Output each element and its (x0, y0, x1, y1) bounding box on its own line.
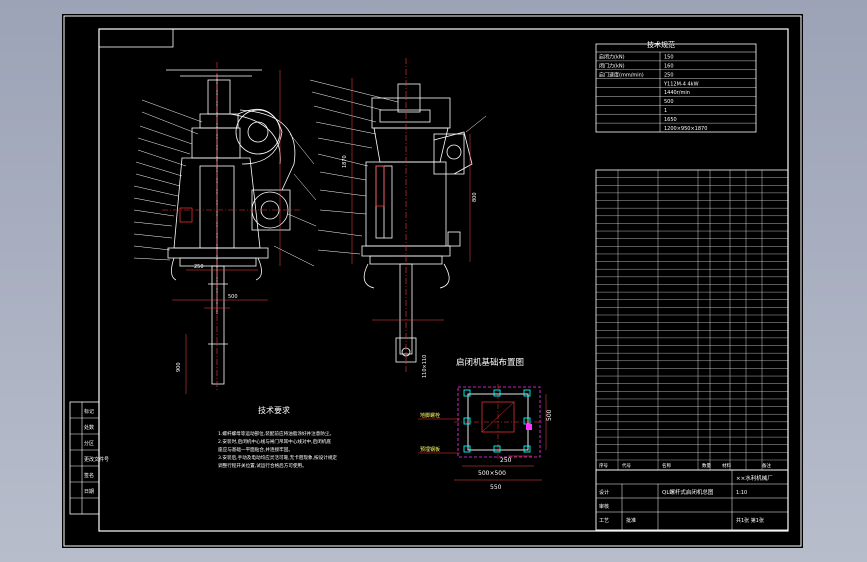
main-dimensions: 250 500 900 (172, 70, 281, 394)
main-dim-label: 250 (194, 264, 204, 270)
left-panel-label: 日期 (84, 489, 94, 495)
foundation-outer-outline (457, 386, 541, 458)
main-hatch-block (179, 207, 193, 223)
hatch-accent-marker (526, 424, 532, 430)
spec-row-label: 闭门力(kN) (599, 63, 625, 70)
anchor-bolt (523, 417, 531, 425)
notes-line: 调整行程开关位置,试运行合格后方可使用。 (218, 462, 307, 469)
spec-table: 技术规范 启闭力(kN) 150 闭门力(kN) 160 启门速度(mm/min) 250… (595, 40, 757, 133)
main-dim-label: 500 (228, 294, 238, 300)
side-view (361, 83, 473, 363)
left-panel-label: 更改文件号 (84, 456, 109, 463)
bom-header-cell: 数量 (702, 462, 711, 469)
title-block-drawing-name: QL螺杆式启闭机总图 (662, 488, 714, 496)
bom-table: 序号 代号 名称 数量 材料 备注 (595, 169, 789, 471)
foundation-dim-side: 250 (500, 457, 512, 464)
notes-line: 2.安装时,启闭机中心线与闸门吊耳中心线对中,启闭机底 (218, 438, 331, 445)
bom-header-cell: 备注 (762, 462, 771, 469)
left-panel-label: 标记 (84, 408, 94, 415)
side-dim-label: 110×110 (422, 355, 428, 378)
spec-row-label: 启门速度(mm/min) (599, 71, 644, 78)
spec-row-value: 250 (664, 72, 674, 78)
bom-header-cell: 材料 (722, 462, 731, 469)
left-revision-panel: 标记 处数 分区 更改文件号 签名 日期 (69, 401, 109, 515)
spec-row-value: 1 (664, 108, 667, 114)
spec-row-value: 160 (664, 64, 674, 70)
sheet-border (63, 15, 802, 547)
title-block-label: 审核 (599, 503, 609, 510)
spec-row-label: 启闭力(kN) (599, 54, 625, 61)
anchor-bolt (463, 389, 471, 397)
foundation-dim-outer: 550 (490, 484, 502, 491)
left-panel-label: 分区 (84, 440, 94, 447)
anchor-bolt (523, 445, 531, 453)
foundation-dim-height: 500 (546, 409, 553, 421)
drawing-svg: 标记 处数 分区 更改文件号 签名 日期 (63, 15, 802, 547)
foundation-plan: 500×500 550 250 500 地脚螺栓 预埋钢板 (418, 384, 553, 491)
side-leader-lines (309, 79, 487, 255)
foundation-dim-width: 500×500 (478, 470, 506, 477)
title-block-label: 批准 (626, 517, 636, 524)
foundation-callout: 地脚螺栓 (420, 412, 440, 419)
bom-header-cell: 序号 (599, 462, 608, 469)
corner-label-box (98, 28, 174, 48)
spec-row-value: Y112M-4 4kW (663, 81, 699, 87)
spec-row-value: 1650 (664, 117, 677, 123)
spec-table-rows: 启闭力(kN) 150 闭门力(kN) 160 启门速度(mm/min) 250Y112M… (596, 54, 756, 132)
spec-row-value: 150 (664, 55, 674, 61)
title-block-label: 设计 (599, 489, 609, 496)
foundation-callout: 预埋钢板 (420, 446, 440, 453)
bom-header: 序号 代号 名称 数量 材料 备注 (599, 462, 771, 469)
notes-line: 座应与基础一平面贴合,并连接牢固。 (218, 446, 293, 453)
side-hatch-strip (375, 165, 385, 207)
tech-notes: 技术要求 1.螺杆螺母等运动部位,装配前应将油脂涂好并注意防尘。 2.安装时,启… (218, 405, 337, 469)
notes-line: 1.螺杆螺母等运动部位,装配前应将油脂涂好并注意防尘。 (218, 430, 334, 437)
left-panel-label: 处数 (84, 424, 94, 431)
side-dimensions: 1870 800 110×110 (342, 78, 478, 378)
bom-grid (596, 170, 788, 470)
spec-row-value: 1200×950×1870 (664, 126, 707, 132)
title-block: ××水利机械厂 QL螺杆式启闭机总图 1:10 共1张 第1张 设计 审核 工艺… (595, 469, 789, 531)
drawing-sheet: 标记 处数 分区 更改文件号 签名 日期 (62, 14, 803, 548)
title-block-sheet: 共1张 第1张 (736, 517, 764, 524)
left-panel-label: 签名 (84, 472, 94, 479)
drawing-frame (98, 28, 789, 532)
notes-line: 3.安装后,手动及电动均应灵活可靠,无卡阻现象,按设计规定 (218, 454, 337, 461)
foundation-title: 启闭机基础布置图 (456, 357, 524, 368)
title-block-label: 工艺 (599, 518, 609, 524)
spec-table-title: 技术规范 (647, 40, 675, 49)
anchor-bolt (493, 445, 501, 453)
main-front-view (166, 69, 296, 385)
anchor-bolt (523, 389, 531, 397)
side-dim-label: 800 (472, 192, 478, 202)
spec-row-value: 500 (664, 99, 674, 105)
bom-header-cell: 代号 (622, 462, 631, 469)
anchor-bolt (463, 417, 471, 425)
main-leader-lines (133, 99, 317, 267)
side-dim-label: 1870 (342, 155, 348, 168)
anchor-bolt (493, 389, 501, 397)
title-block-scale: 1:10 (736, 490, 747, 496)
spec-row-value: 1440r/min (664, 90, 690, 96)
bom-header-cell: 名称 (662, 462, 671, 469)
title-block-company: ××水利机械厂 (736, 474, 773, 482)
notes-title: 技术要求 (258, 405, 290, 415)
anchor-bolt (463, 445, 471, 453)
main-dim-label: 900 (176, 362, 182, 372)
